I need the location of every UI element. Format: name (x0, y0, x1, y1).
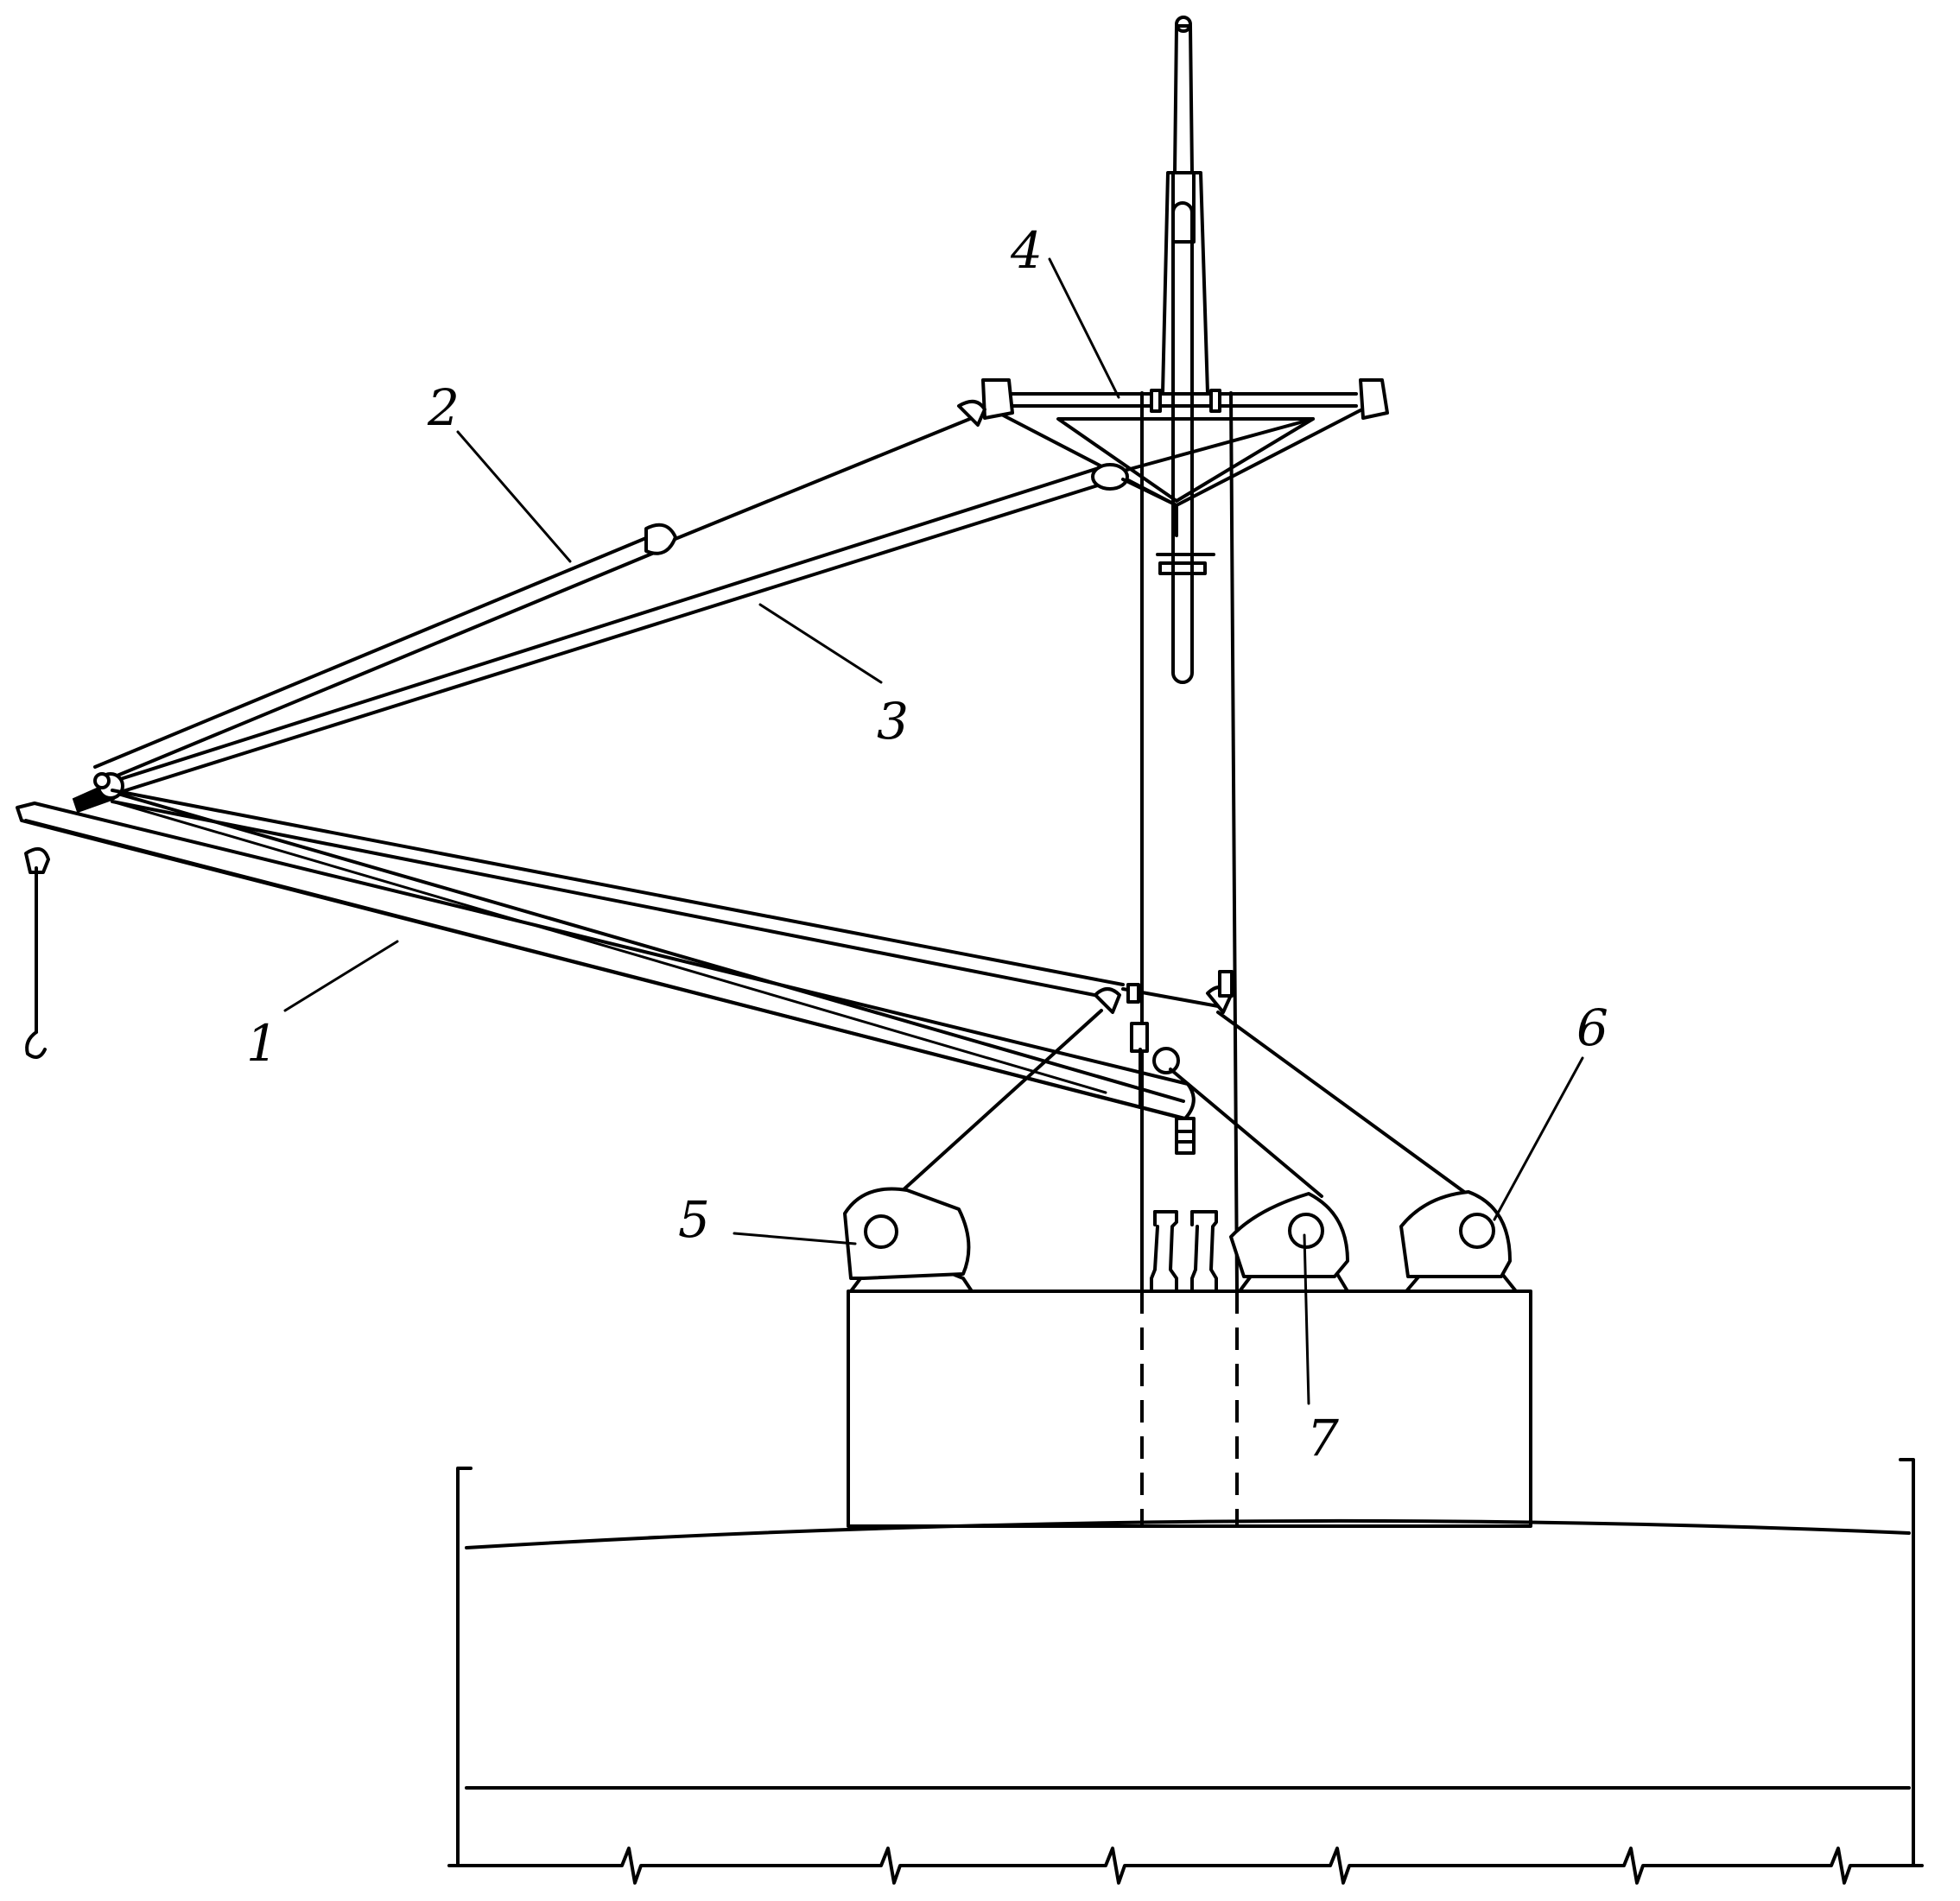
boom-lower (16, 793, 1196, 1155)
winch-right (1399, 1190, 1518, 1293)
callout-label-5: 5 (678, 1190, 710, 1249)
callout-label-2: 2 (427, 378, 460, 437)
callout-labels: 1 2 3 4 5 6 7 (246, 221, 1608, 1467)
callout-label-6: 6 (1576, 998, 1608, 1057)
topping-lift (111, 417, 1315, 796)
callout-label-7: 7 (1307, 1409, 1339, 1467)
callout-label-4: 4 (1010, 221, 1043, 280)
mast-crosstree (981, 378, 1389, 537)
leader-lines (283, 257, 1584, 1405)
winch-left (843, 1187, 974, 1293)
boom-upper (93, 399, 986, 781)
deckhouse (847, 1290, 1532, 1528)
mast (1140, 16, 1239, 1526)
mast-bitts (1150, 1210, 1218, 1293)
boom-head-block (72, 772, 124, 814)
callout-label-3: 3 (877, 692, 909, 751)
callout-label-1: 1 (246, 1014, 278, 1073)
ship-hull (447, 1458, 1924, 1885)
rigging-wires (111, 789, 1466, 1198)
winch-center (1229, 1192, 1349, 1293)
